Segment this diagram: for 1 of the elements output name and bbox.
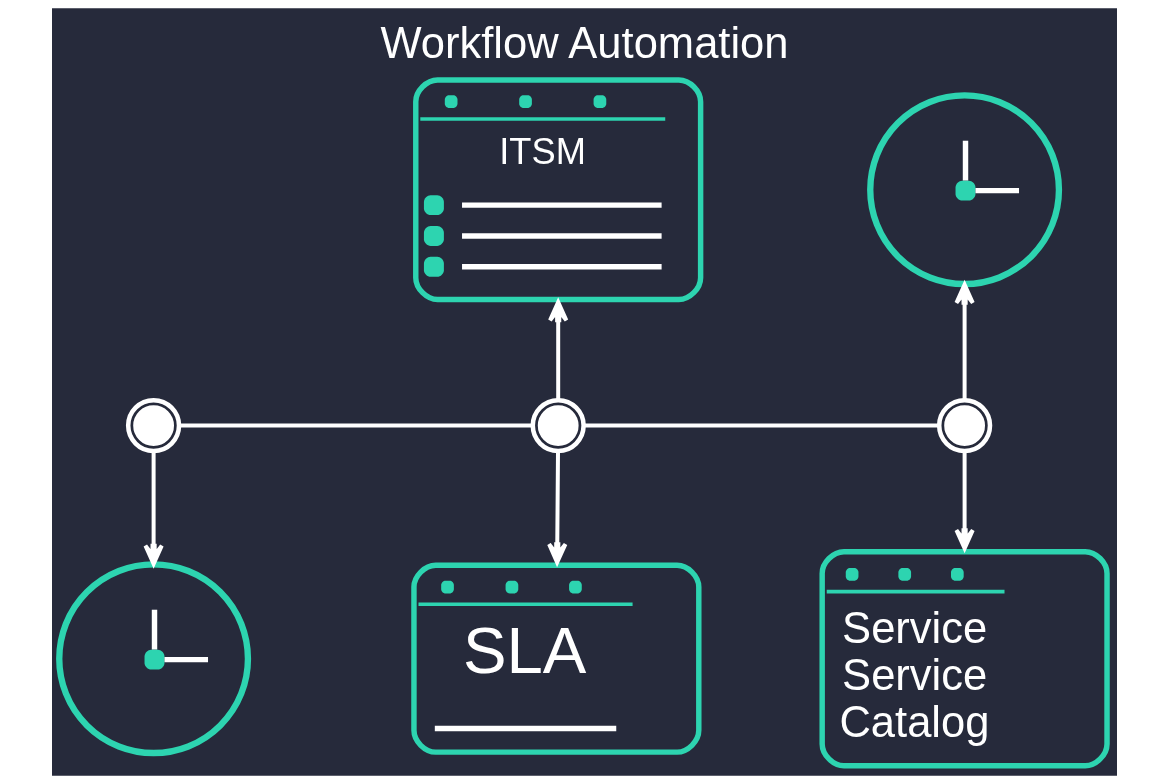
diagram-title: Workflow Automation	[379, 18, 789, 67]
